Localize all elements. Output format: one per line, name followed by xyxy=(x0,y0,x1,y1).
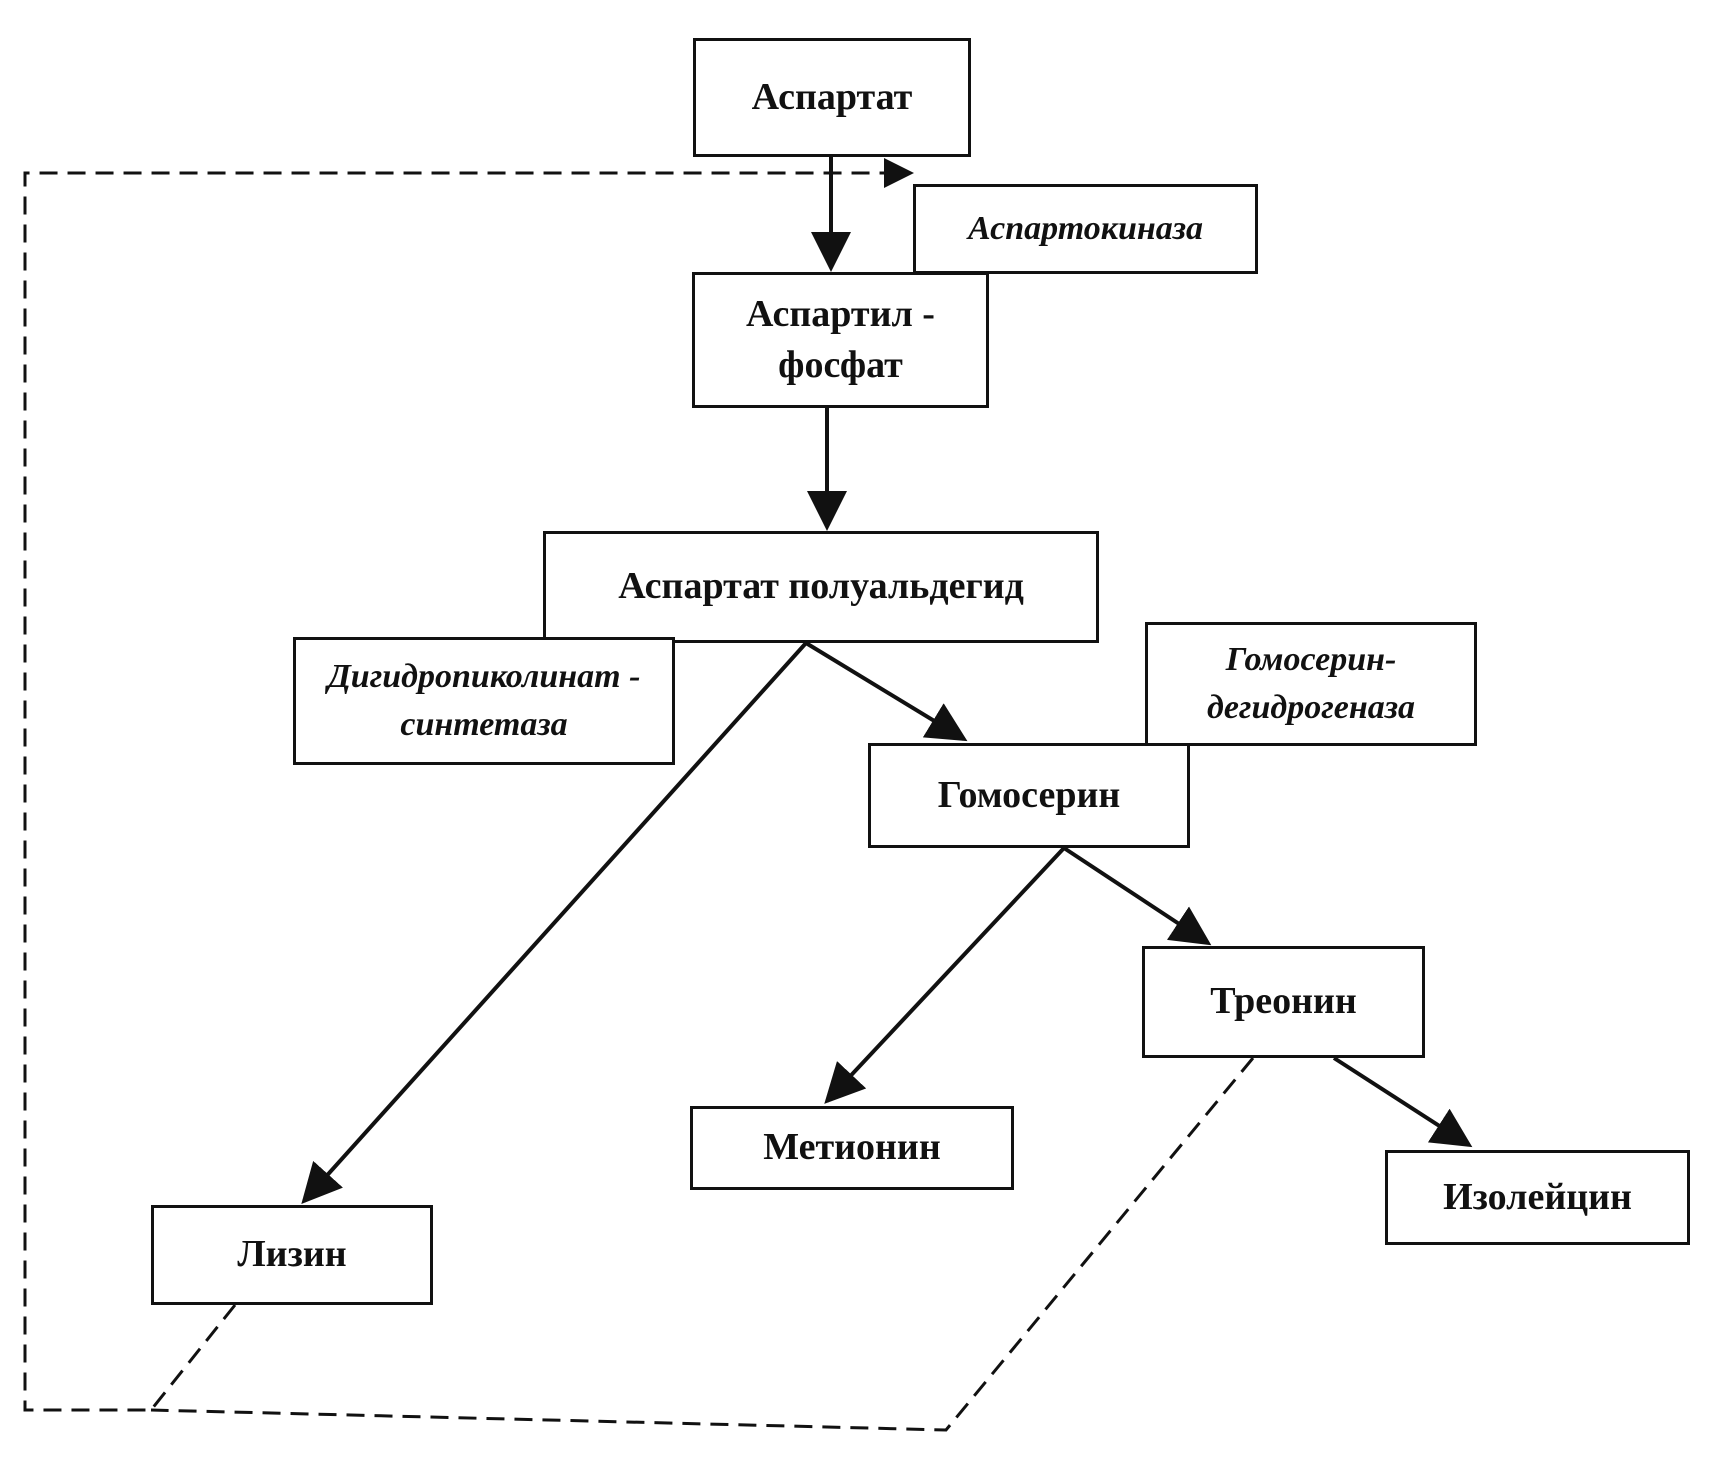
node-aspartate-semialdehyde: Аспартат полуальдегид xyxy=(543,531,1099,643)
node-homoserine: Гомосерин xyxy=(868,743,1190,848)
node-aspartyl-phosphate-label-line1: Аспартил - xyxy=(746,292,935,335)
node-methionine-label: Метионин xyxy=(763,1126,941,1169)
node-methionine: Метионин xyxy=(690,1106,1014,1190)
arrow-homoserine-to-methionine xyxy=(824,846,1066,1104)
enzyme-hsd-label-line2: дегидрогеназа xyxy=(1206,689,1416,726)
node-aspartyl-phosphate: Аспартил - фосфат xyxy=(692,272,989,408)
enzyme-dhps-label-line2: синтетаза xyxy=(400,706,568,743)
enzyme-dihydropicolinate-synthetase: Дигидропиколинат - синтетаза xyxy=(293,637,675,765)
node-lysine-label: Лизин xyxy=(237,1233,347,1276)
feedback-line-threonine xyxy=(150,1057,1255,1432)
node-isoleucine: Изолейцин xyxy=(1385,1150,1690,1245)
node-aspartyl-phosphate-label-line2: фосфат xyxy=(778,344,903,386)
enzyme-hsd-label-line1: Гомосерин- xyxy=(1225,641,1397,679)
node-lysine: Лизин xyxy=(151,1205,433,1305)
node-aspartate-semialdehyde-label: Аспартат полуальдегид xyxy=(618,565,1024,608)
node-threonine: Треонин xyxy=(1142,946,1425,1058)
node-threonine-label: Треонин xyxy=(1210,980,1357,1023)
enzyme-homoserine-dehydrogenase: Гомосерин- дегидрогеназа xyxy=(1145,622,1477,746)
arrow-semialdehyde-to-lysine xyxy=(301,641,808,1204)
node-aspartate: Аспартат xyxy=(693,38,971,157)
node-isoleucine-label: Изолейцин xyxy=(1443,1175,1632,1218)
enzyme-aspartokinase: Аспартокиназа xyxy=(913,184,1258,274)
enzyme-dhps-label-line1: Дигидропиколинат - xyxy=(327,658,641,696)
node-homoserine-label: Гомосерин xyxy=(937,773,1121,816)
node-aspartate-label: Аспартат xyxy=(751,75,913,118)
arrow-semialdehyde-to-homoserine xyxy=(804,641,968,742)
enzyme-aspartokinase-label: Аспартокиназа xyxy=(968,210,1203,248)
arrow-threonine-to-isoleucine xyxy=(1332,1056,1473,1148)
arrow-homoserine-to-threonine xyxy=(1062,846,1212,946)
feedback-line-lysine xyxy=(23,158,914,1412)
